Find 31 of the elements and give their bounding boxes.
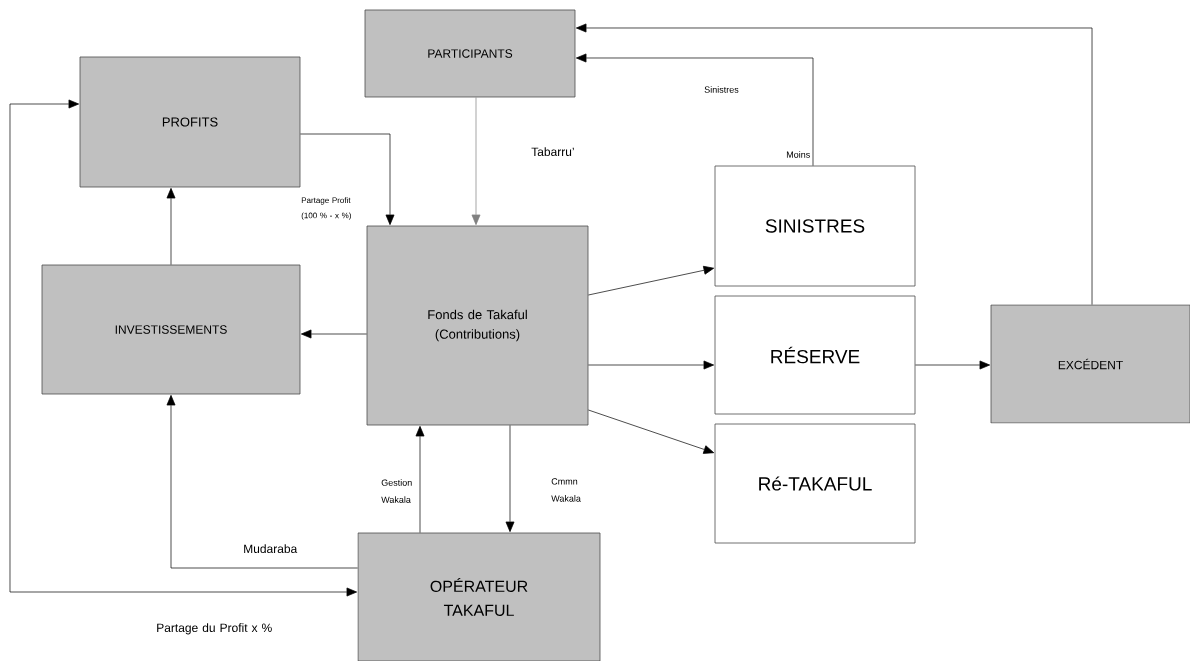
arrow — [576, 23, 1093, 305]
edge-label: Gestion Wakala — [381, 479, 412, 503]
process-box: Fonds de Takaful (Contributions) — [366, 225, 589, 426]
edge-label: Partage du Profit x % — [157, 623, 272, 635]
process-box: RÉSERVE — [714, 295, 916, 415]
edge-label: Sinistres — [704, 86, 739, 93]
arrow — [915, 360, 991, 370]
arrow — [300, 329, 367, 339]
process-box: PARTICIPANTS — [364, 9, 576, 98]
arrow — [300, 133, 395, 226]
arrow — [588, 360, 715, 370]
edge-label: Tabarru’ — [531, 147, 574, 156]
arrow — [588, 265, 715, 296]
arrow — [166, 187, 176, 265]
arrow — [576, 53, 814, 166]
process-box: Ré-TAKAFUL — [714, 423, 916, 544]
arrow — [588, 409, 715, 454]
flow-label: Moins — [786, 151, 810, 158]
process-box: INVESTISSEMENTS — [41, 264, 301, 395]
process-box: PROFITS — [79, 56, 301, 188]
arrow — [166, 394, 358, 569]
edge-label: Mudaraba — [244, 544, 298, 553]
arrow — [9, 99, 358, 597]
arrow — [505, 425, 515, 533]
arrow — [415, 425, 425, 533]
edge-label: Partage Profit (100 % - x %) — [301, 197, 351, 220]
arrow — [471, 97, 481, 226]
process-box: EXCÉDENT — [990, 304, 1190, 424]
process-box: OPÉRATEUR TAKAFUL — [357, 532, 601, 661]
process-box: SINISTRES — [714, 165, 916, 287]
edge-label: Cmmn Wakala — [551, 478, 581, 502]
